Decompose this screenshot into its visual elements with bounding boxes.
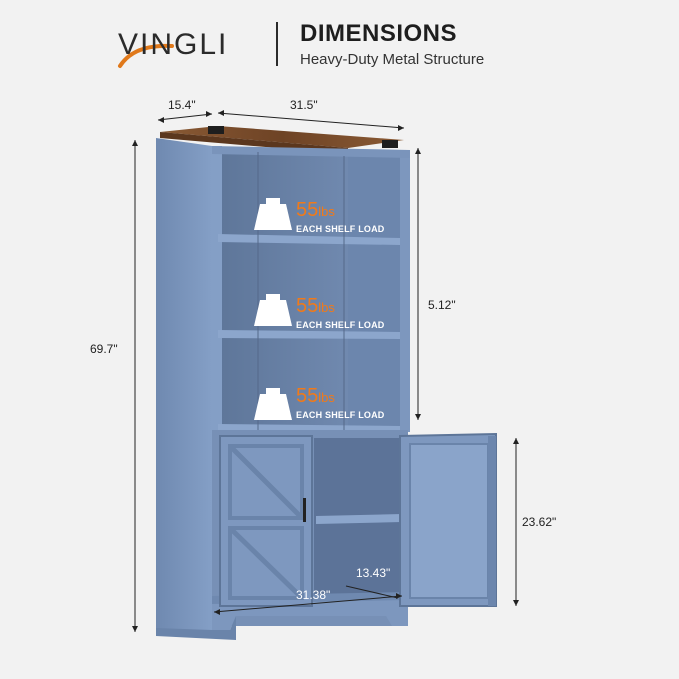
shelf-load-caption: EACH SHELF LOAD — [296, 320, 385, 330]
depth-dimension: 15.4" — [168, 98, 196, 112]
header-divider — [276, 22, 278, 66]
left-cabinet-door[interactable] — [219, 435, 313, 607]
shelf-load-caption: EACH SHELF LOAD — [296, 224, 385, 234]
page-subtitle: Heavy-Duty Metal Structure — [300, 51, 485, 68]
cabinet-height-dimension: 23.62" — [522, 515, 557, 529]
shelf-gap-dimension: 5.12" — [428, 298, 456, 312]
cabinet-depth-dimension: 13.43" — [356, 566, 391, 580]
shelf-1 — [218, 234, 400, 245]
shelf-load-value: 55lbs — [296, 385, 335, 407]
shelf-load-value: 55lbs — [296, 295, 335, 317]
swoosh-icon — [118, 43, 174, 68]
left-side-panel — [156, 138, 212, 632]
cabinet-width-dimension: 31.38" — [296, 588, 331, 602]
weight-icon — [254, 294, 292, 326]
width-dimension: 31.5" — [290, 98, 318, 112]
brand-logo: VINGLI — [118, 28, 229, 61]
weight-icon — [254, 388, 292, 420]
door-handle[interactable] — [303, 498, 306, 522]
page-title: DIMENSIONS — [300, 20, 458, 47]
shelf-2 — [218, 330, 400, 339]
back-panel — [212, 146, 348, 430]
height-dimension: 69.7" — [90, 342, 118, 356]
shelf-load-caption: EACH SHELF LOAD — [296, 410, 385, 420]
shelf-load-value: 55lbs — [296, 199, 335, 221]
weight-icon — [254, 198, 292, 230]
